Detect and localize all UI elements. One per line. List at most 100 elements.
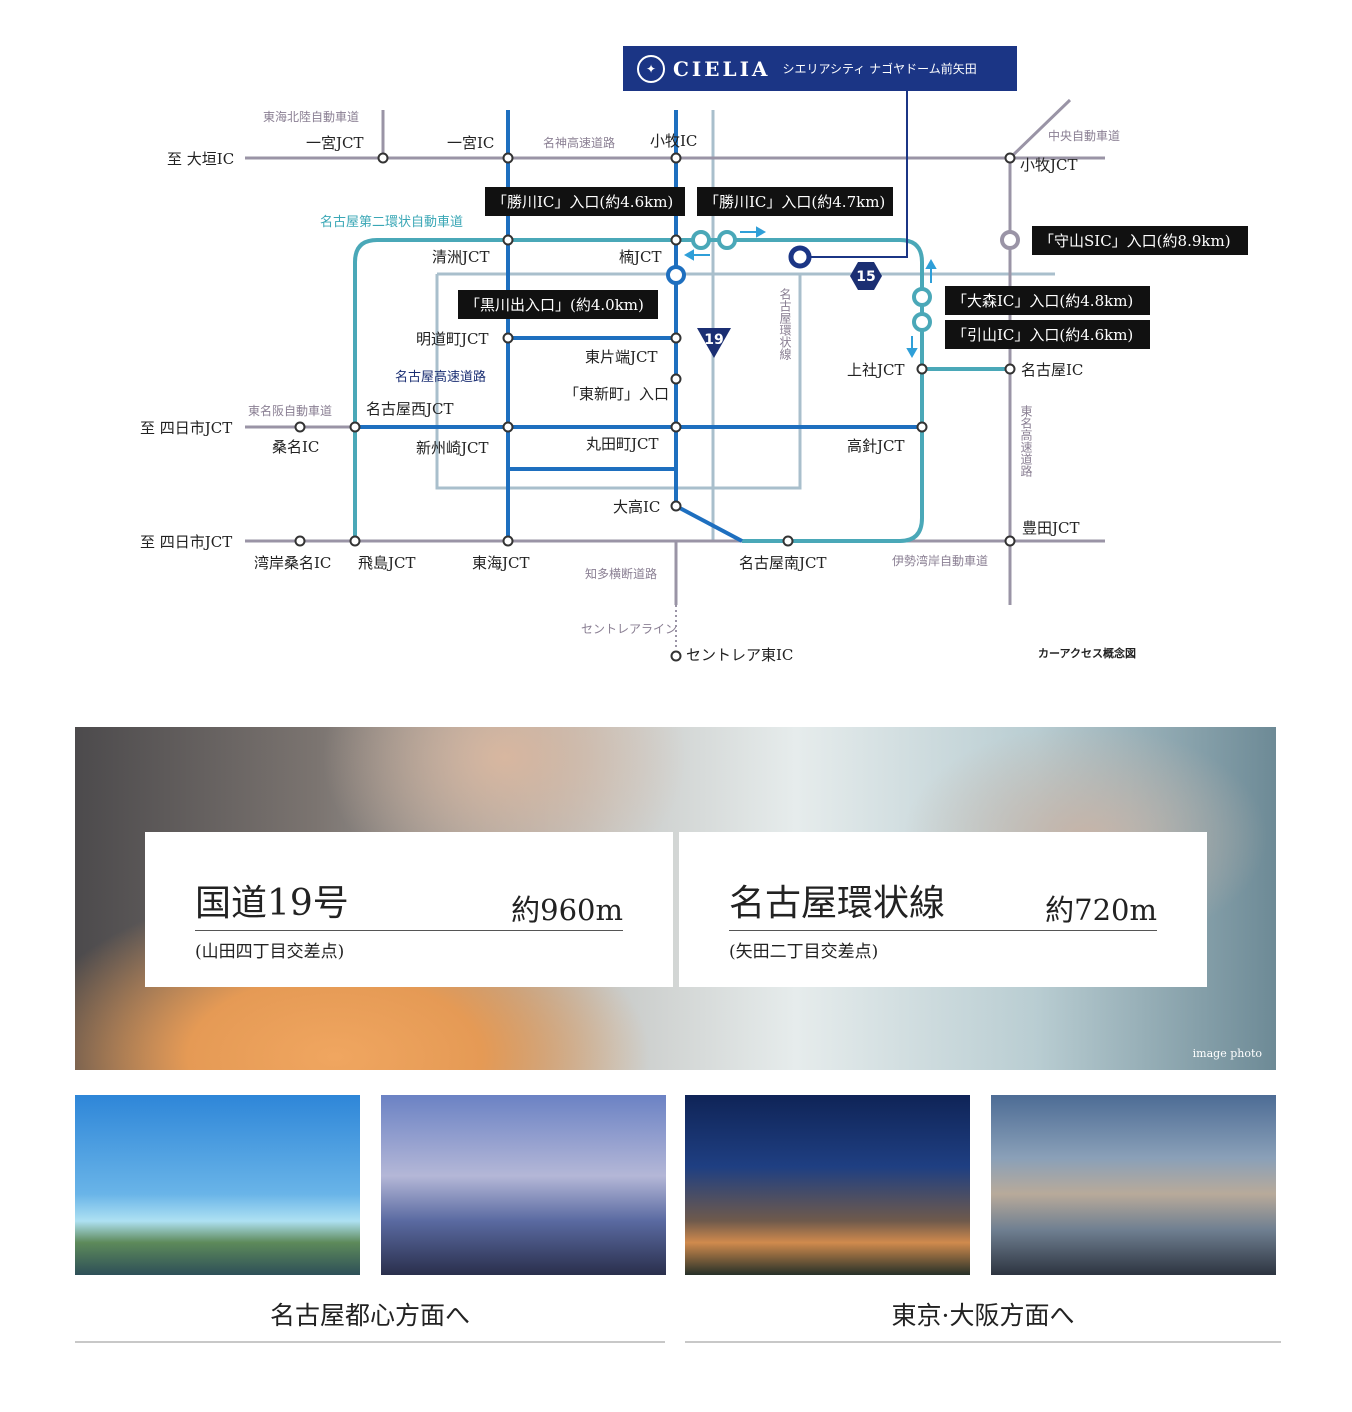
node-kiyosu-jct [502, 234, 514, 246]
road-label-nagoya-expressway: 名古屋高速道路 [395, 369, 486, 385]
destination-nagoya-rule [75, 1341, 665, 1343]
node-marutamachi-jct [670, 421, 682, 433]
label-tokai-jct: 東海JCT [472, 554, 530, 572]
callout-kurokawa-text: 「黒川出入口」(約4.0km) [465, 296, 644, 314]
map-caption: カーアクセス概念図 [1038, 646, 1136, 660]
junction-nodes [294, 152, 1016, 662]
label-takabari-jct: 高針JCT [847, 437, 905, 455]
road-label-higashi-meihan: 東名阪自動車道 [248, 403, 332, 418]
node-toyota-jct [1004, 535, 1016, 547]
label-nagoya-minami-jct: 名古屋南JCT [739, 554, 827, 572]
node-ichinomiya-jct [377, 152, 389, 164]
access-card-sub: (矢田二丁目交差点) [729, 942, 879, 962]
label-komaki-ic: 小牧IC [650, 132, 697, 150]
ring-omori [912, 287, 932, 307]
road-label-chita: 知多横断道路 [585, 566, 657, 581]
label-higashishinmachi: 「東新町」入口 [564, 385, 669, 403]
access-card-title: 名古屋環状線 [729, 883, 946, 924]
route-15-label: 15 [856, 269, 875, 285]
ring-kachigawa-2 [717, 230, 737, 250]
site-leader-line [800, 91, 908, 258]
label-shinsuzaki-jct: 新州崎JCT [416, 439, 489, 457]
road-label-second-ring: 名古屋第二環状自動車道 [320, 214, 463, 230]
label-kuwana-ic: 桑名IC [272, 438, 319, 456]
label-ogaki: 至 大垣IC [167, 150, 234, 168]
site-marker [788, 245, 812, 269]
label-higashikatahata-jct: 東片端JCT [585, 348, 658, 366]
node-tokai-jct [502, 535, 514, 547]
node-kuwana-ic [294, 421, 306, 433]
image-photo-note: image photo [1192, 1047, 1262, 1060]
label-centrair-higashi-ic: セントレア東IC [686, 646, 793, 664]
callout-hikiyama-text: 「引山IC」入口(約4.6km) [952, 326, 1133, 344]
road-label-kanjo-line: 名古屋環状線 [778, 287, 792, 360]
label-ichinomiya-ic: 一宮IC [447, 134, 494, 152]
node-shinsuzaki-jct [502, 421, 514, 433]
brand-subtitle: シエリアシティ ナゴヤドーム前矢田 [782, 62, 977, 76]
node-komaki-jct [1004, 152, 1016, 164]
label-komaki-jct: 小牧JCT [1020, 156, 1078, 174]
ring-moriyama [1000, 230, 1020, 250]
node-meidocho-jct [502, 332, 514, 344]
label-yokkaichi-1: 至 四日市JCT [140, 419, 232, 437]
callout-omori [945, 286, 1150, 315]
road-chuo [1008, 98, 1072, 160]
ring-hikiyama [912, 312, 932, 332]
route-15-badge [850, 262, 882, 290]
node-tobishima-jct [349, 535, 361, 547]
brand-banner: ✦ CIELIA シエリアシティ ナゴヤドーム前矢田 [623, 46, 1017, 91]
photo-nagoya-tv-tower [75, 1095, 360, 1275]
access-card-divider [195, 930, 623, 931]
node-komaki-ic [670, 152, 682, 164]
label-kiyosu-jct: 清洲JCT [432, 248, 490, 266]
node-nagoya-ic [1004, 363, 1016, 375]
label-toyota-jct: 豊田JCT [1022, 519, 1080, 537]
access-card-distance: 約960m [511, 893, 623, 927]
label-ichinomiya-jct: 一宮JCT [306, 134, 364, 152]
destination-nagoya: 名古屋都心方面へ [269, 1301, 470, 1330]
callout-kachigawa-1 [485, 187, 685, 216]
node-ichinomiya-ic [502, 152, 514, 164]
label-tobishima-jct: 飛島JCT [358, 554, 416, 572]
photo-osaka-station [991, 1095, 1276, 1275]
label-nagoya-ic: 名古屋IC [1021, 361, 1083, 379]
callout-moriyama [1032, 226, 1248, 255]
ring-kurokawa [666, 265, 686, 285]
photo-tokyo-station [685, 1095, 970, 1275]
callout-kachigawa-2-text: 「勝川IC」入口(約4.7km) [704, 193, 885, 211]
road-label-centrair-line: セントレアライン [581, 622, 677, 636]
callout-kurokawa [458, 290, 658, 319]
road-label-meishin: 名神高速道路 [543, 135, 615, 150]
road-label-tokai-hokuriku: 東海北陸自動車道 [263, 109, 359, 124]
cielia-logo-icon: ✦ [637, 54, 665, 83]
destination-tokyo-osaka-rule [685, 1341, 1281, 1343]
label-meidocho-jct: 明道町JCT [416, 330, 489, 348]
entrance-rings [666, 230, 1020, 332]
car-access-map: 19 15 「勝川IC」入口(約4.6km) 「勝川IC」入口(約4.7km) … [140, 91, 1248, 664]
node-higashishinmachi [670, 373, 682, 385]
callout-kachigawa-2 [697, 187, 893, 216]
node-nagoya-nishi-jct [349, 421, 361, 433]
access-card-divider [729, 930, 1157, 931]
label-kamiyashiro-jct: 上社JCT [847, 361, 905, 379]
label-nagoya-nishi-jct: 名古屋西JCT [366, 400, 454, 418]
direction-arrows [683, 226, 937, 359]
node-nagoya-minami-jct [782, 535, 794, 547]
label-marutamachi-jct: 丸田町JCT [586, 435, 659, 453]
road-second-ring [353, 238, 924, 543]
ring-kachigawa-1 [691, 230, 711, 250]
node-takabari-jct [916, 421, 928, 433]
access-card-kanjo: 名古屋環状線 約720m (矢田二丁目交差点) [679, 832, 1207, 987]
node-odaka-ic [670, 500, 682, 512]
node-wangan-kuwana-ic [294, 535, 306, 547]
route-19-badge [697, 328, 731, 358]
brand-name: CIELIA [673, 56, 771, 81]
label-odaka-ic: 大高IC [613, 498, 660, 516]
road-label-isewangan: 伊勢湾岸自動車道 [892, 553, 988, 568]
callout-omori-text: 「大森IC」入口(約4.8km) [952, 292, 1133, 310]
route-19-label: 19 [704, 332, 723, 348]
node-higashikatahata-jct [670, 332, 682, 344]
label-kusu-jct: 楠JCT [619, 248, 662, 266]
access-card-distance: 約720m [1045, 893, 1157, 927]
road-label-tomei: 東名高速道路 [1019, 405, 1033, 478]
